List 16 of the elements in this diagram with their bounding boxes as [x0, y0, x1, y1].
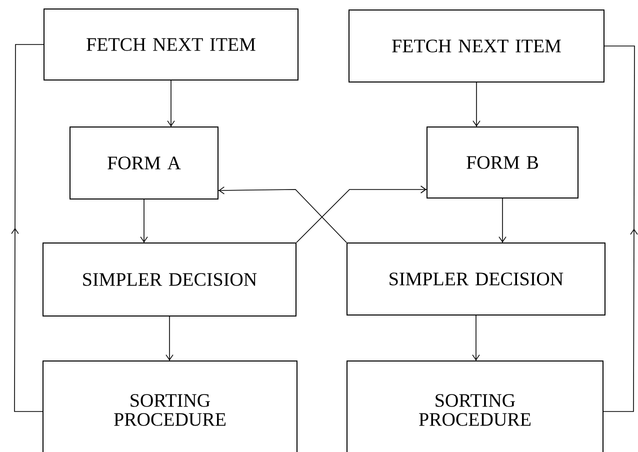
process-box: FETCH NEXT ITEM [348, 10, 604, 82]
arrow [140, 199, 148, 243]
arrow [498, 198, 506, 243]
arrow [167, 80, 175, 127]
arrow [296, 186, 427, 243]
process-box: SORTING PROCEDURE [42, 360, 298, 452]
process-box: SIMPLER DECISION [346, 242, 606, 316]
arrow [218, 186, 347, 243]
arrow [472, 315, 480, 361]
process-box: SIMPLER DECISION [42, 242, 296, 316]
process-box: FORM B [426, 126, 578, 198]
arrow [472, 82, 480, 127]
arrow [166, 316, 174, 361]
process-box: SORTING PROCEDURE [346, 360, 604, 452]
process-box: FETCH NEXT ITEM [44, 8, 298, 80]
process-box: FORM A [70, 126, 218, 200]
